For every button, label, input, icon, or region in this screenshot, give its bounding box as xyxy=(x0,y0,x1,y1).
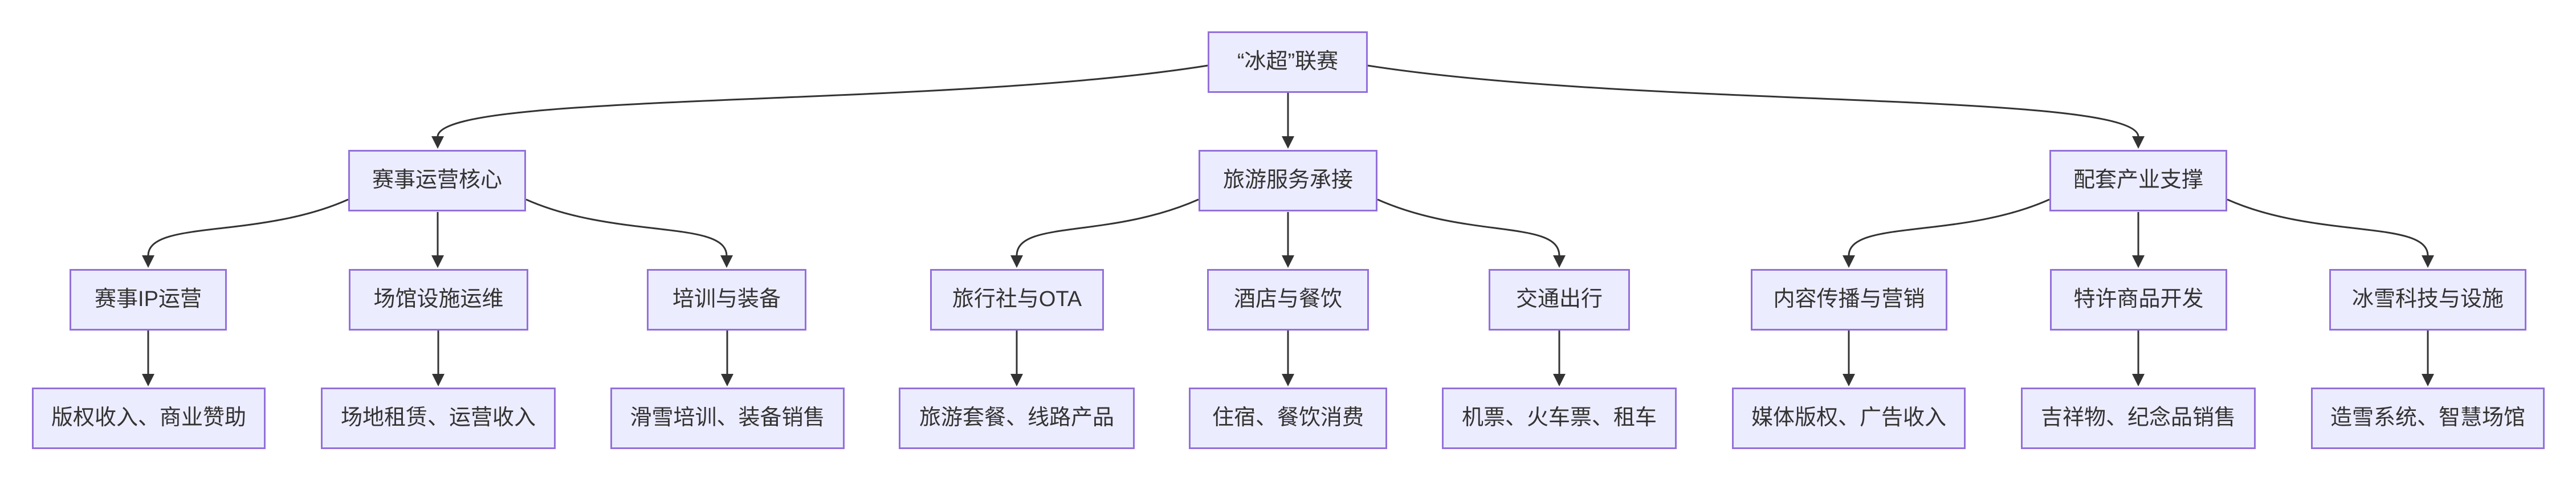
node-d5-label: 住宿、餐饮消费 xyxy=(1212,406,1364,430)
node-venue-facility: 场馆设施运维 xyxy=(349,269,528,331)
edge-b3-c8 xyxy=(2132,212,2145,268)
node-d1-label: 版权收入、商业赞助 xyxy=(51,406,246,430)
node-root: “冰超”联赛 xyxy=(1208,31,1368,93)
edge-c3-d3 xyxy=(721,331,733,386)
edge-b3-c7 xyxy=(1843,198,2050,268)
edge-b2-c4 xyxy=(1010,198,1199,268)
node-c7-label: 内容传播与营销 xyxy=(1773,287,1925,312)
node-event-ip: 赛事IP运营 xyxy=(70,269,227,331)
edge-b2-c5 xyxy=(1282,212,1294,268)
edge-root-b1 xyxy=(431,64,1208,149)
node-ski-training-sales: 滑雪培训、装备销售 xyxy=(610,388,845,449)
edge-c7-d7 xyxy=(1843,331,1855,386)
edge-b1-c3 xyxy=(525,198,733,268)
edge-root-b3 xyxy=(1367,64,2145,149)
node-tour-package-products: 旅游套餐、线路产品 xyxy=(899,388,1135,449)
node-d3-label: 滑雪培训、装备销售 xyxy=(630,406,825,430)
node-mascot-souvenir-sales: 吉祥物、纪念品销售 xyxy=(2021,388,2256,449)
node-c1-label: 赛事IP运营 xyxy=(95,287,202,312)
edge-c8-d8 xyxy=(2132,331,2145,386)
node-copyright-sponsorship: 版权收入、商业赞助 xyxy=(32,388,266,449)
node-d6-label: 机票、火车票、租车 xyxy=(1461,406,1657,430)
edge-root-b2 xyxy=(1282,93,1294,149)
node-transportation: 交通出行 xyxy=(1489,269,1630,331)
edge-b3-c9 xyxy=(2227,198,2434,268)
node-tickets-car-rental: 机票、火车票、租车 xyxy=(1442,388,1677,449)
node-lodging-dining-consumption: 住宿、餐饮消费 xyxy=(1189,388,1387,449)
node-b2-label: 旅游服务承接 xyxy=(1222,168,1353,193)
edge-b2-c6 xyxy=(1377,198,1566,268)
node-c4-label: 旅行社与OTA xyxy=(952,287,1082,312)
node-venue-rental-revenue: 场地租赁、运营收入 xyxy=(321,388,556,449)
node-snowmaking-smart-venue: 造雪系统、智慧场馆 xyxy=(2311,388,2545,449)
edge-b1-c2 xyxy=(431,212,444,268)
node-d7-label: 媒体版权、广告收入 xyxy=(1751,406,1946,430)
node-b3-label: 配套产业支撑 xyxy=(2073,168,2203,193)
node-media-rights-ads: 媒体版权、广告收入 xyxy=(1732,388,1966,449)
edge-c6-d6 xyxy=(1553,331,1566,386)
node-c3-label: 培训与装备 xyxy=(672,287,781,312)
node-d9-label: 造雪系统、智慧场馆 xyxy=(2330,406,2525,430)
node-content-marketing: 内容传播与营销 xyxy=(1751,269,1947,331)
node-c9-label: 冰雪科技与设施 xyxy=(2351,287,2504,312)
edge-c5-d5 xyxy=(1282,331,1294,386)
node-root-label: “冰超”联赛 xyxy=(1237,50,1339,74)
edge-b1-c1 xyxy=(142,198,349,268)
node-c2-label: 场馆设施运维 xyxy=(373,287,504,312)
node-hotel-dining: 酒店与餐饮 xyxy=(1207,269,1369,331)
node-c6-label: 交通出行 xyxy=(1515,287,1603,312)
node-d8-label: 吉祥物、纪念品销售 xyxy=(2040,406,2236,430)
node-c8-label: 特许商品开发 xyxy=(2073,287,2204,312)
node-event-operation-core: 赛事运营核心 xyxy=(348,150,526,211)
edge-c2-d2 xyxy=(432,331,445,386)
edge-c4-d4 xyxy=(1010,331,1023,386)
edge-c1-d1 xyxy=(142,331,154,386)
node-b1-label: 赛事运营核心 xyxy=(372,168,502,193)
node-travel-agency-ota: 旅行社与OTA xyxy=(930,269,1104,331)
node-licensed-merchandise: 特许商品开发 xyxy=(2050,269,2227,331)
node-training-equipment: 培训与装备 xyxy=(647,269,806,331)
node-tourism-service: 旅游服务承接 xyxy=(1199,150,1377,211)
node-d2-label: 场地租赁、运营收入 xyxy=(340,406,536,430)
node-ice-snow-tech: 冰雪科技与设施 xyxy=(2329,269,2526,331)
node-supporting-industry: 配套产业支撑 xyxy=(2049,150,2227,211)
node-c5-label: 酒店与餐饮 xyxy=(1233,287,1342,312)
edge-c9-d9 xyxy=(2422,331,2434,386)
node-d4-label: 旅游套餐、线路产品 xyxy=(919,406,1114,430)
